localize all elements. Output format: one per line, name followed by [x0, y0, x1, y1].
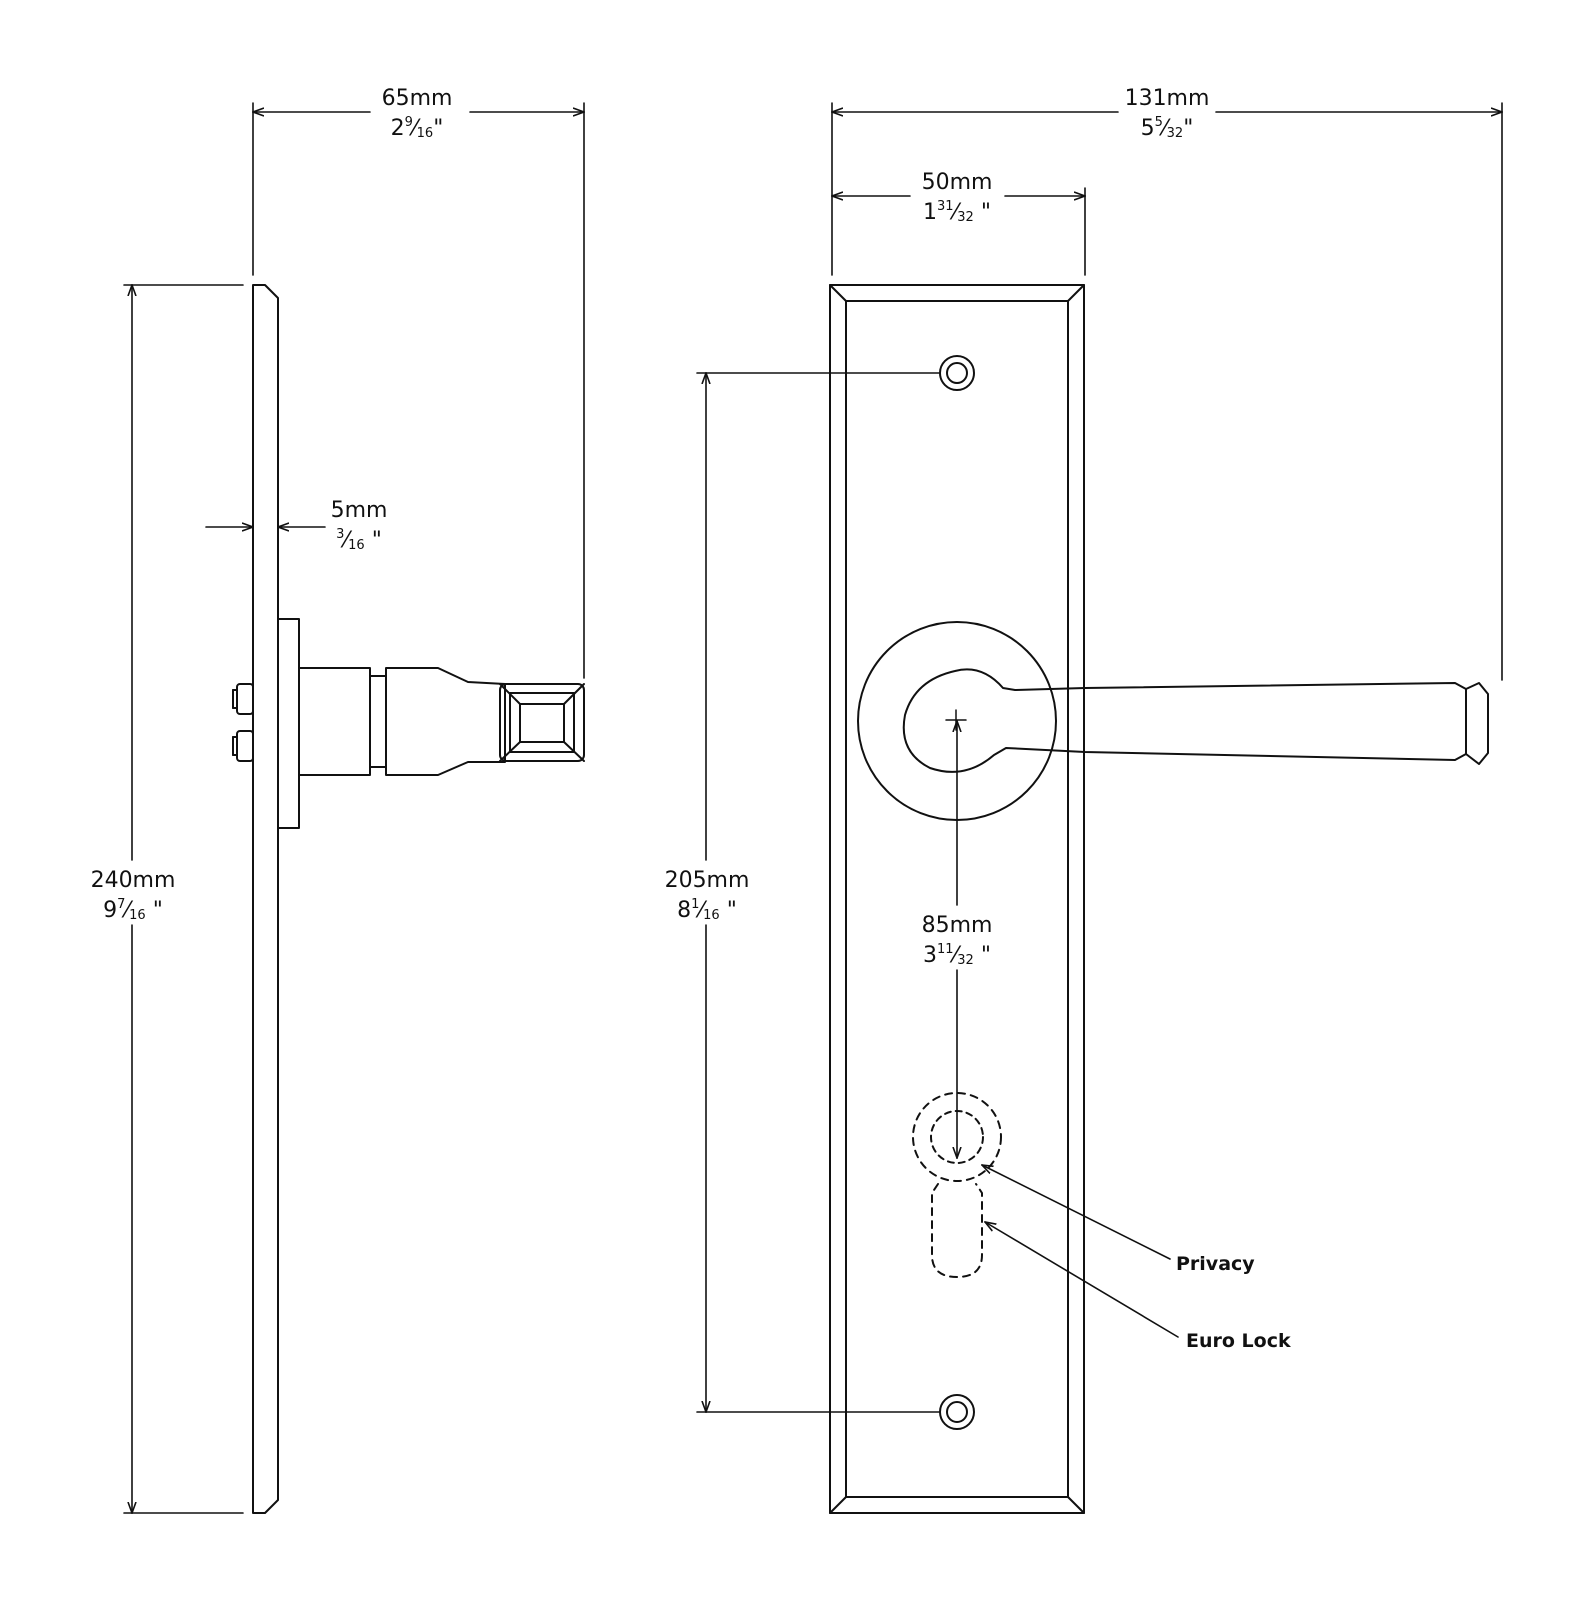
side-neck	[298, 667, 371, 776]
dim-plate-thickness: 5mm 3⁄16 "	[330, 498, 388, 553]
side-view	[232, 284, 585, 1514]
side-rose	[277, 618, 300, 829]
dim-overall-width-inch: 55⁄32"	[1140, 115, 1194, 141]
dim-fixing-centres-mm: 205mm	[664, 868, 750, 893]
side-plate	[252, 284, 279, 1514]
dim-fixing-centres-inch: 81⁄16 "	[677, 897, 737, 923]
dim-plate-thickness-mm: 5mm	[330, 498, 388, 523]
bottom-screw-hole	[939, 1394, 975, 1430]
dim-plate-thickness-inch: 3⁄16 "	[336, 527, 382, 553]
dim-plate-width-mm: 50mm	[921, 170, 993, 195]
side-lever-end	[499, 683, 585, 762]
side-screws	[232, 683, 254, 762]
callout-euro-lock: Euro Lock	[1186, 1330, 1291, 1352]
dim-lever-to-lock-inch: 311⁄32 "	[923, 942, 991, 968]
dim-lever-to-lock: 85mm 311⁄32 "	[921, 913, 993, 968]
callout-privacy: Privacy	[1176, 1253, 1255, 1275]
front-lever	[902, 668, 1467, 773]
dim-side-depth: 65mm 29⁄16"	[381, 86, 453, 141]
dim-plate-height-inch: 97⁄16 "	[103, 897, 163, 923]
dim-plate-width-inch: 131⁄32 "	[923, 199, 991, 225]
dim-overall-width-mm: 131mm	[1124, 86, 1210, 111]
dim-plate-height: 240mm 97⁄16 "	[90, 868, 176, 923]
dim-plate-height-mm: 240mm	[90, 868, 176, 893]
dim-lever-to-lock-mm: 85mm	[921, 913, 993, 938]
side-lever	[385, 667, 506, 776]
dim-side-depth-mm: 65mm	[381, 86, 453, 111]
dim-overall-width: 131mm 55⁄32"	[1124, 86, 1210, 141]
euro-lock-cutout	[931, 1183, 983, 1278]
dimension-lines	[123, 102, 1502, 1513]
front-plate	[829, 284, 1085, 1514]
front-view	[829, 284, 1489, 1514]
dim-fixing-centres: 205mm 81⁄16 "	[664, 868, 750, 923]
dim-plate-width: 50mm 131⁄32 "	[921, 170, 993, 225]
dim-side-depth-inch: 29⁄16"	[390, 115, 444, 141]
top-screw-hole	[939, 355, 975, 391]
